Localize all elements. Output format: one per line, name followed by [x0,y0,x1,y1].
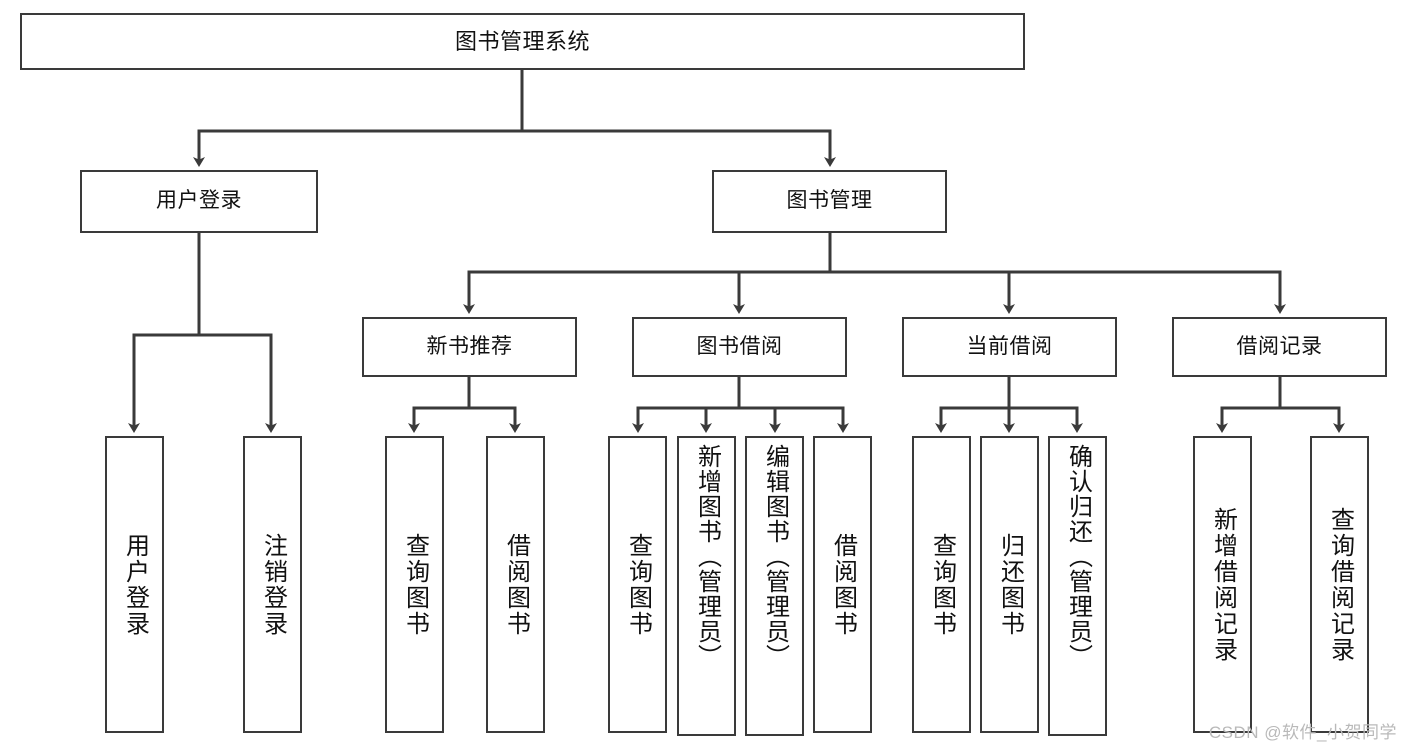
node-root[interactable]: 图书管理系统 [20,13,1025,70]
node-leaf-add-book-label: 新增图书（管理员） [693,444,721,669]
node-leaf-user-logout-label: 注销登录 [259,532,287,637]
node-leaf-query-record-label: 查询借阅记录 [1326,506,1354,663]
node-book-manage-label: 图书管理 [786,189,873,213]
node-current-borrow-label: 当前借阅 [966,334,1053,358]
node-leaf-query-book-2-label: 查询图书 [624,532,652,637]
node-user-login-label: 用户登录 [156,189,242,213]
node-leaf-confirm-return[interactable]: 确认归还（管理员） [1048,436,1107,736]
node-book-borrow[interactable]: 图书借阅 [632,317,847,377]
node-leaf-return-book-label: 归还图书 [996,532,1024,637]
node-leaf-query-book-1[interactable]: 查询图书 [385,436,444,733]
node-borrow-record[interactable]: 借阅记录 [1172,317,1387,377]
node-leaf-query-book-3-label: 查询图书 [928,532,956,637]
node-leaf-query-record[interactable]: 查询借阅记录 [1310,436,1369,733]
node-leaf-borrow-book-2-label: 借阅图书 [829,532,857,637]
node-user-login[interactable]: 用户登录 [80,170,318,233]
watermark: CSDN @软件_小贺同学 [1208,723,1397,742]
node-current-borrow[interactable]: 当前借阅 [902,317,1117,377]
node-leaf-return-book[interactable]: 归还图书 [980,436,1039,733]
node-leaf-borrow-book-1-label: 借阅图书 [502,532,530,637]
node-leaf-add-book[interactable]: 新增图书（管理员） [677,436,736,736]
node-root-label: 图书管理系统 [454,28,590,54]
node-book-manage[interactable]: 图书管理 [712,170,947,233]
node-leaf-user-login[interactable]: 用户登录 [105,436,164,733]
node-new-book-recommend[interactable]: 新书推荐 [362,317,577,377]
node-leaf-user-logout[interactable]: 注销登录 [243,436,302,733]
node-leaf-borrow-book-2[interactable]: 借阅图书 [813,436,872,733]
node-leaf-borrow-book-1[interactable]: 借阅图书 [486,436,545,733]
node-leaf-user-login-label: 用户登录 [121,532,149,637]
node-leaf-confirm-return-label: 确认归还（管理员） [1064,444,1092,669]
node-leaf-query-book-2[interactable]: 查询图书 [608,436,667,733]
node-leaf-edit-book-label: 编辑图书（管理员） [761,444,789,669]
node-leaf-query-book-1-label: 查询图书 [401,532,429,637]
node-leaf-edit-book[interactable]: 编辑图书（管理员） [745,436,804,736]
node-new-book-recommend-label: 新书推荐 [426,334,513,358]
node-book-borrow-label: 图书借阅 [696,334,783,358]
node-borrow-record-label: 借阅记录 [1236,334,1323,358]
node-leaf-query-book-3[interactable]: 查询图书 [912,436,971,733]
node-leaf-add-record[interactable]: 新增借阅记录 [1193,436,1252,733]
node-leaf-add-record-label: 新增借阅记录 [1209,506,1237,663]
